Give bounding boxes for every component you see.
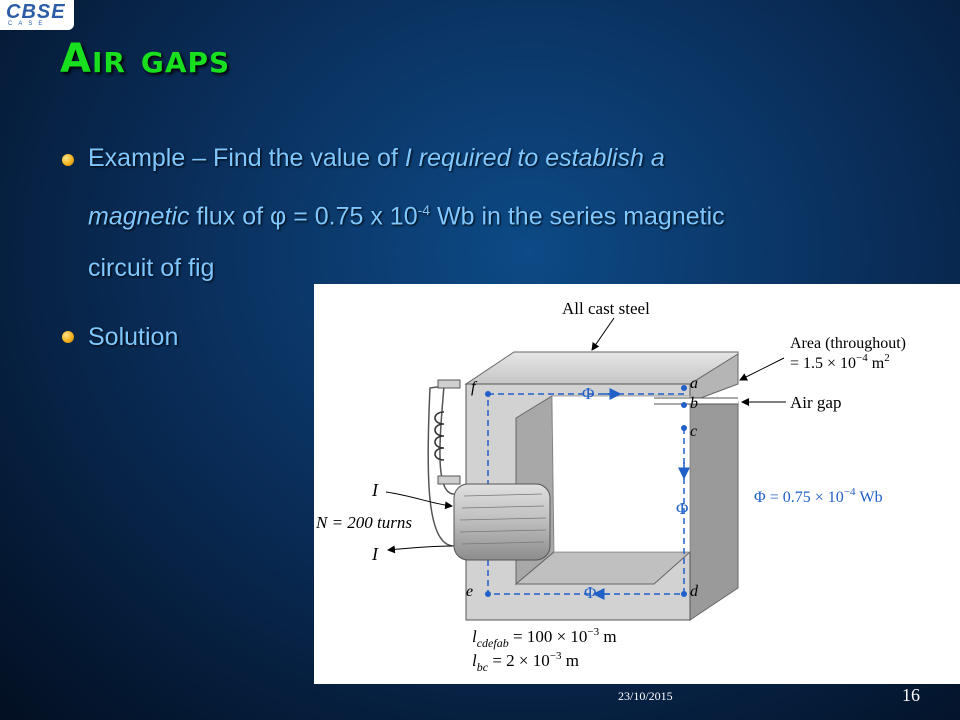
coil-winding — [453, 483, 551, 561]
example-text-italic1: I required to establish a — [404, 144, 665, 172]
bullet-icon — [62, 331, 74, 343]
point-label-d: d — [690, 583, 699, 600]
current-label-out: I — [371, 544, 379, 564]
air-gap — [654, 398, 738, 404]
slide-title: Air gaps — [60, 36, 231, 82]
flux-symbol-right: Φ — [676, 499, 688, 518]
area-value: = 1.5 × 10 — [790, 355, 856, 372]
turns-label: N = 200 turns — [315, 513, 412, 532]
length-cdefab-label: lcdefab = 100 × 10−3 m — [472, 626, 617, 650]
example-text-exponent: -4 — [417, 202, 431, 218]
area-unit: m — [868, 355, 885, 372]
example-text-line3: circuit of fig — [88, 254, 215, 283]
point-label-a: a — [690, 375, 698, 392]
area-unit-sq: 2 — [884, 352, 890, 364]
bullet-icon — [62, 154, 74, 166]
length-bc-label: lbc = 2 × 10−3 m — [472, 650, 579, 674]
flux-exponent: −4 — [844, 486, 856, 498]
flux-unit: Wb — [855, 489, 882, 506]
coil-lead-wire — [439, 383, 459, 495]
flux-value: Φ = 0.75 × 10 — [754, 489, 844, 506]
point-label-c: c — [690, 423, 697, 440]
core-window-back — [551, 395, 691, 553]
current-label-in: I — [371, 480, 379, 500]
area-exponent: −4 — [856, 352, 868, 364]
cast-steel-label: All cast steel — [562, 299, 650, 318]
footer-date: 23/10/2015 — [618, 689, 673, 703]
flux-symbol-bottom: Φ — [584, 583, 596, 602]
example-text-italic2: magnetic — [88, 202, 190, 231]
example-text-flux: flux of φ = 0.75 x 10 — [189, 202, 418, 231]
flux-value-label: Φ = 0.75 × 10−4 Wb — [754, 486, 883, 506]
logo: CBSE CASE — [0, 0, 74, 30]
point-label-f: f — [471, 379, 478, 396]
logo-text: CBSE — [6, 1, 66, 23]
example-text-post: Wb in the series magnetic — [430, 202, 725, 231]
air-gap-label: Air gap — [790, 393, 841, 412]
point-label-e: e — [466, 583, 473, 600]
magnetic-circuit-figure: f a b c d e Φ Φ Φ All cast steel Area (t… — [314, 284, 960, 684]
magnetic-circuit-diagram: f a b c d e Φ Φ Φ All cast steel Area (t… — [315, 299, 906, 674]
solution-text: Solution — [88, 323, 179, 351]
page-number: 16 — [902, 685, 920, 705]
point-label-b: b — [690, 395, 698, 412]
example-text-pre: Example – Find the value of — [88, 144, 405, 172]
logo-subtext: CASE — [8, 21, 49, 27]
example-paragraph: Example – Find the value of I required t… — [88, 132, 928, 294]
area-label-line1: Area (throughout) — [790, 335, 906, 352]
flux-symbol-top: Φ — [582, 384, 594, 403]
area-label-line2: = 1.5 × 10−4 m2 — [790, 352, 890, 372]
